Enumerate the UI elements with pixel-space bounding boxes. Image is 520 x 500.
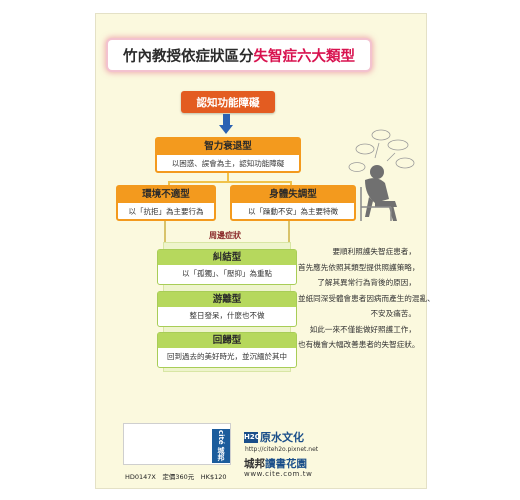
title-highlight: 失智症六大類型 [253,48,356,65]
publisher-logo: H2O [244,432,261,443]
connector-left-to-green [164,221,166,243]
subtype-1-name: 糾結型 [158,250,296,265]
subtype-box-1: 糾結型 以「孤獨」、「壓抑」為重點 [157,249,297,285]
connector-right-to-green [288,221,290,243]
main-type-desc: 以困惑、誤會為主，認知功能障礙 [171,159,285,168]
peripheral-symptoms-label: 周邊症狀 [209,231,241,240]
right-type-name: 身體失調型 [232,187,354,203]
main-type-box: 智力衰退型 以困惑、誤會為主，認知功能障礙 [155,137,301,173]
subtype-3-desc: 回到過去的美好時光，並沉緬於其中 [167,352,287,361]
side-line-1: 要順利照護失智症患者， [332,247,416,256]
right-type-box: 身體失調型 以「躁動不安」為主要特徵 [230,185,356,221]
arrow-down-icon-head [219,125,233,134]
side-line-4: 並紙同深受體會患者因病而產生的混亂、 [298,293,435,303]
side-line-5: 不安及痛苦。 [370,309,416,318]
subtype-box-3: 回歸型 回到過去的美好時光，並沉緬於其中 [157,332,297,368]
subtype-box-2: 游離型 整日發呆，什麼也不做 [157,291,297,327]
right-type-desc: 以「躁動不安」為主要特徵 [248,207,338,216]
root-box: 認知功能障礙 [181,91,275,113]
subtype-3-name: 回歸型 [158,333,296,348]
side-description: 要順利照護失智症患者， 首先應先依照其類型提供照護策略， 了解其異常行為背後的原… [298,244,435,353]
connector-left-down [168,181,170,185]
subtype-2-desc: 整日發呆，什麼也不做 [189,311,265,320]
title-prefix: 竹內教授依症狀區分 [123,48,254,65]
left-type-box: 環境不適型 以「抗拒」為主要行為 [116,185,216,221]
left-type-name: 環境不適型 [118,187,214,203]
publisher-name: 原水文化 [260,431,304,444]
price-line: HD0147X 定價360元 HK$120 [125,473,227,481]
title-banner: 竹內教授依症狀區分失智症六大類型 [108,40,370,70]
connector-right-down [290,181,292,185]
distributor-name-prefix: 城邦 [244,458,265,470]
side-line-6: 如此一來不僅能做好照護工作， [309,324,416,334]
distributor-name-highlight: 讀書花園 [265,458,307,470]
cite-logo: cité 城邦 [212,429,230,463]
left-type-desc: 以「抗拒」為主要行為 [128,207,204,216]
side-line-2: 首先應先依照其類型提供照護策略， [298,262,420,272]
distributor-url[interactable]: www.cite.com.tw [244,470,313,478]
publisher-url[interactable]: http://citeh2o.pixnet.net [245,446,319,453]
connector-main-down [227,173,229,182]
distributor-name: 城邦讀書花園 [244,456,307,471]
arrow-down-icon [223,114,230,126]
thinking-elderly-person-icon [348,129,415,221]
side-line-7: 也有機會大幅改善患者的失智症狀。 [298,340,420,349]
side-line-3: 了解其異常行為背後的原因， [317,278,416,287]
subtype-1-desc: 以「孤獨」、「壓抑」為重點 [182,269,272,278]
connector-horizontal [168,181,292,183]
main-type-name: 智力衰退型 [157,139,299,155]
subtype-2-name: 游離型 [158,292,296,307]
